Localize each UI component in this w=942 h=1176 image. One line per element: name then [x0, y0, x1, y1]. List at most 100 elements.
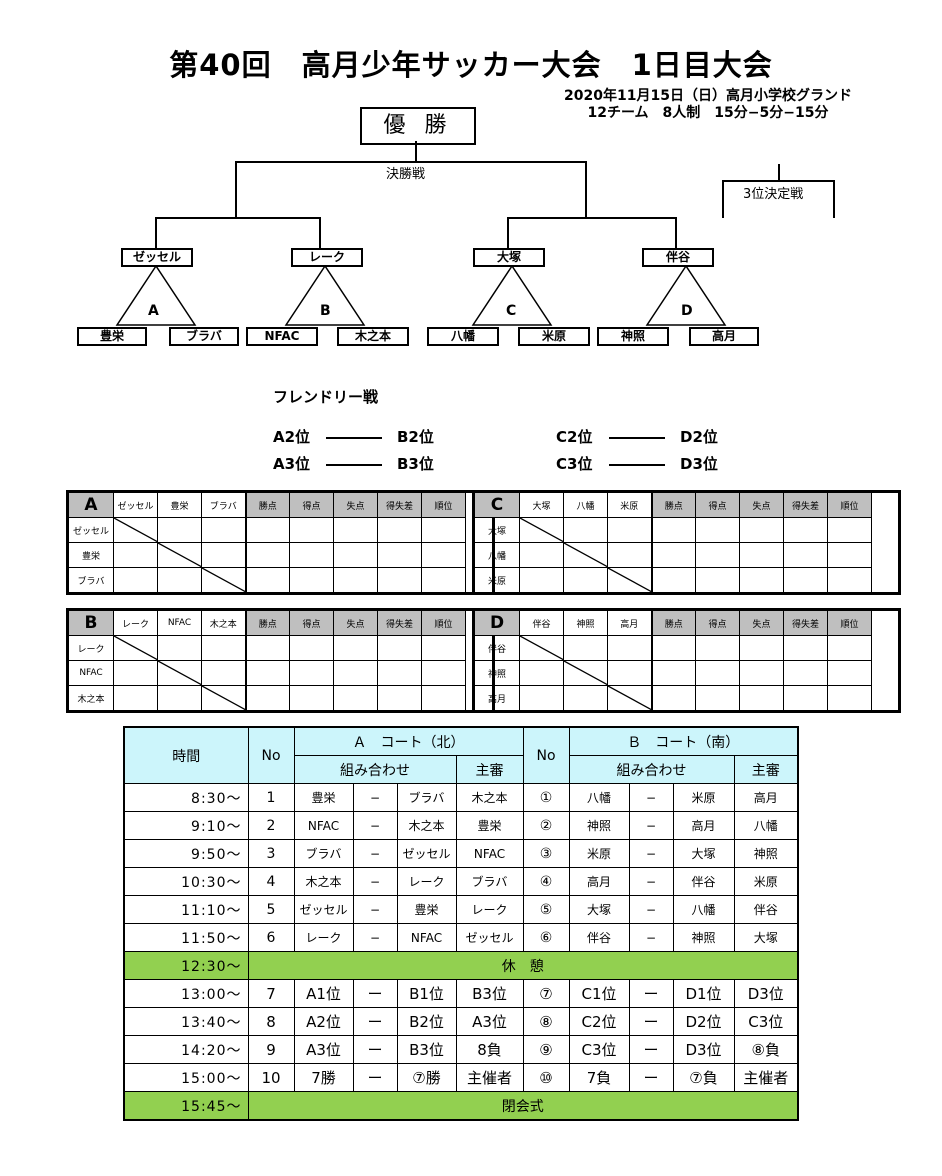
vs-dash-b: −	[628, 839, 674, 868]
league-stat-cell	[827, 635, 872, 661]
away-team-a: 木之本	[396, 811, 457, 840]
home-team-a: NFAC	[293, 811, 354, 840]
league-row: 八幡	[473, 542, 900, 568]
league-result-cell	[157, 567, 202, 594]
header-time: 時間	[123, 726, 249, 784]
friendly-3-home: C2位	[556, 428, 593, 446]
friendly-2-home: A3位	[273, 455, 311, 473]
vs-dash-a: ー	[352, 1035, 398, 1064]
league-stat-cell	[739, 542, 784, 568]
friendly-4-line	[609, 464, 665, 466]
league-col-team: ブラバ	[201, 491, 246, 518]
league-stat-cell	[289, 685, 334, 712]
match-no-b: ⑦	[522, 979, 570, 1008]
vs-dash-a: ー	[352, 979, 398, 1008]
friendly-4-home: C3位	[556, 455, 593, 473]
league-row-team: 神照	[473, 660, 520, 686]
league-row: レーク	[67, 635, 494, 661]
vs-dash-b: −	[628, 895, 674, 924]
league-stat-cell	[650, 635, 696, 661]
vs-dash-b: ー	[628, 1007, 674, 1036]
league-result-cell	[607, 542, 652, 568]
friendly-3-away: D2位	[680, 428, 718, 446]
referee-b: D3位	[733, 979, 799, 1008]
league-row-team: レーク	[67, 635, 114, 661]
league-group-letter: D	[473, 609, 520, 636]
group-a-right-team: ブラバ	[169, 327, 239, 346]
league-result-cell	[607, 635, 652, 661]
league-result-cell	[519, 567, 564, 594]
header-referee-b: 主審	[733, 755, 799, 784]
match-no-b: ⑤	[522, 895, 570, 924]
away-team-b: ⑦負	[672, 1063, 735, 1092]
referee-a: NFAC	[455, 839, 524, 868]
league-row: 豊栄	[67, 542, 494, 568]
header-no-a: No	[247, 726, 295, 784]
home-team-b: 八幡	[568, 783, 630, 812]
home-team-b: C3位	[568, 1035, 630, 1064]
league-row-team: 八幡	[473, 542, 520, 568]
group-a-letter: A	[148, 303, 159, 319]
league-result-cell	[201, 635, 246, 661]
break-row: 12:30〜 休 憩	[123, 951, 799, 980]
league-stat-header: 順位	[421, 491, 466, 518]
closing-label: 閉会式	[247, 1091, 799, 1121]
league-stat-header: 失点	[739, 491, 784, 518]
league-stat-cell	[739, 567, 784, 594]
away-team-a: B3位	[396, 1035, 457, 1064]
match-no-b: ④	[522, 867, 570, 896]
league-stat-header: 失点	[333, 609, 378, 636]
league-result-cell	[157, 685, 202, 712]
final-label: 決勝戦	[386, 167, 426, 182]
league-stat-cell	[333, 517, 378, 543]
vs-dash-a: −	[352, 867, 398, 896]
referee-a: 木之本	[455, 783, 524, 812]
league-group-letter: A	[67, 491, 114, 518]
vs-dash-a: ー	[352, 1063, 398, 1092]
friendly-2-line	[326, 464, 382, 466]
league-stat-cell	[695, 517, 740, 543]
match-no-a: 8	[247, 1007, 295, 1036]
league-stat-cell	[827, 685, 872, 712]
away-team-a: 豊栄	[396, 895, 457, 924]
home-team-a: A3位	[293, 1035, 354, 1064]
page-title: 第40回 高月少年サッカー大会 1日目大会	[169, 48, 773, 82]
league-diagonal-cell	[157, 660, 202, 686]
league-col-team: 八幡	[563, 491, 608, 518]
referee-b: 米原	[733, 867, 799, 896]
league-stat-header: 順位	[421, 609, 466, 636]
friendly-2-away: B3位	[397, 455, 434, 473]
league-stat-cell	[650, 567, 696, 594]
match-no-a: 2	[247, 811, 295, 840]
league-result-cell	[113, 567, 158, 594]
league-stat-header: 勝点	[650, 491, 696, 518]
match-no-b: ⑥	[522, 923, 570, 952]
referee-b: 伴谷	[733, 895, 799, 924]
vs-dash-b: −	[628, 811, 674, 840]
closing-time: 15:45〜	[123, 1091, 249, 1121]
league-stat-cell	[244, 567, 290, 594]
league-row: 木之本	[67, 685, 494, 712]
league-stat-header: 得点	[289, 491, 334, 518]
league-stat-cell	[289, 635, 334, 661]
league-stat-cell	[421, 660, 466, 686]
league-stat-cell	[244, 517, 290, 543]
league-col-team: ゼッセル	[113, 491, 158, 518]
league-result-cell	[201, 660, 246, 686]
league-stat-cell	[695, 635, 740, 661]
vs-dash-b: −	[628, 783, 674, 812]
away-team-b: 神照	[672, 923, 735, 952]
referee-a: A3位	[455, 1007, 524, 1036]
league-stat-cell	[421, 685, 466, 712]
league-stat-cell	[827, 517, 872, 543]
referee-a: ブラバ	[455, 867, 524, 896]
league-stat-cell	[650, 542, 696, 568]
vs-dash-a: ー	[352, 1007, 398, 1036]
group-c-top-team: 大塚	[473, 248, 545, 267]
league-col-team: 神照	[563, 609, 608, 636]
